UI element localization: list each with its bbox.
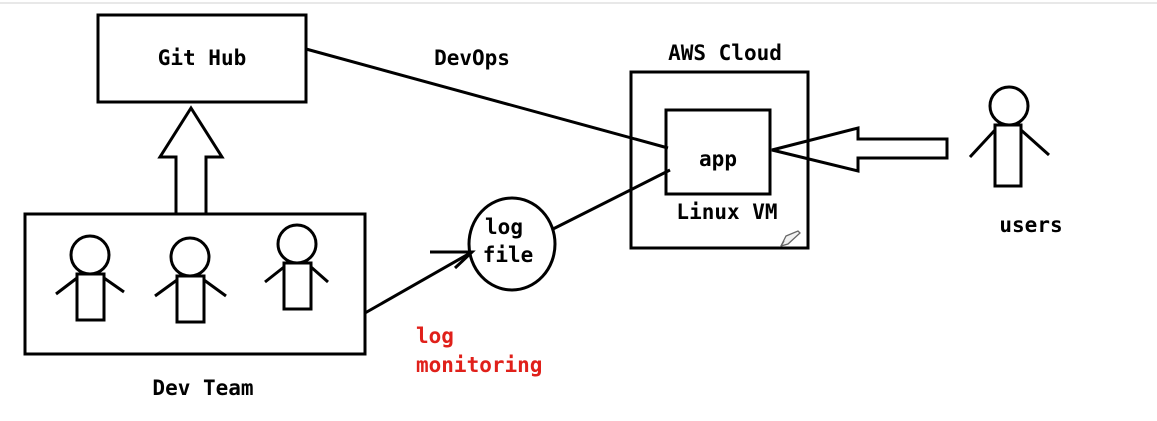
dev-to-log-arrowhead <box>430 250 476 270</box>
users-request-arrow <box>771 126 949 173</box>
dev-team-label: Dev Team <box>152 376 253 400</box>
github-box <box>96 13 308 104</box>
devops-connector <box>305 47 669 150</box>
log-file-label-line2: file <box>483 243 534 267</box>
log-monitoring-label-line2: monitoring <box>416 353 542 377</box>
dev-to-log-connector <box>364 250 473 315</box>
dev-person-3-icon <box>264 223 329 311</box>
devops-label: DevOps <box>434 46 510 70</box>
pencil-icon <box>779 230 801 248</box>
app-box <box>664 108 772 196</box>
dev-person-1-icon <box>55 234 125 322</box>
linux-vm-label: Linux VM <box>676 200 777 224</box>
app-label: app <box>699 147 737 171</box>
github-label: Git Hub <box>158 46 247 70</box>
dev-person-2-icon <box>154 236 227 324</box>
log-monitoring-label-line1: log <box>416 324 454 348</box>
users-label: users <box>999 213 1062 237</box>
user-person-icon <box>968 85 1050 188</box>
dev-team-box <box>23 212 367 356</box>
aws-cloud-label: AWS Cloud <box>668 41 782 65</box>
log-file-node <box>467 196 557 292</box>
log-file-label-line1: log <box>485 215 523 239</box>
push-arrow <box>157 105 225 216</box>
log-to-app-connector <box>552 168 671 231</box>
